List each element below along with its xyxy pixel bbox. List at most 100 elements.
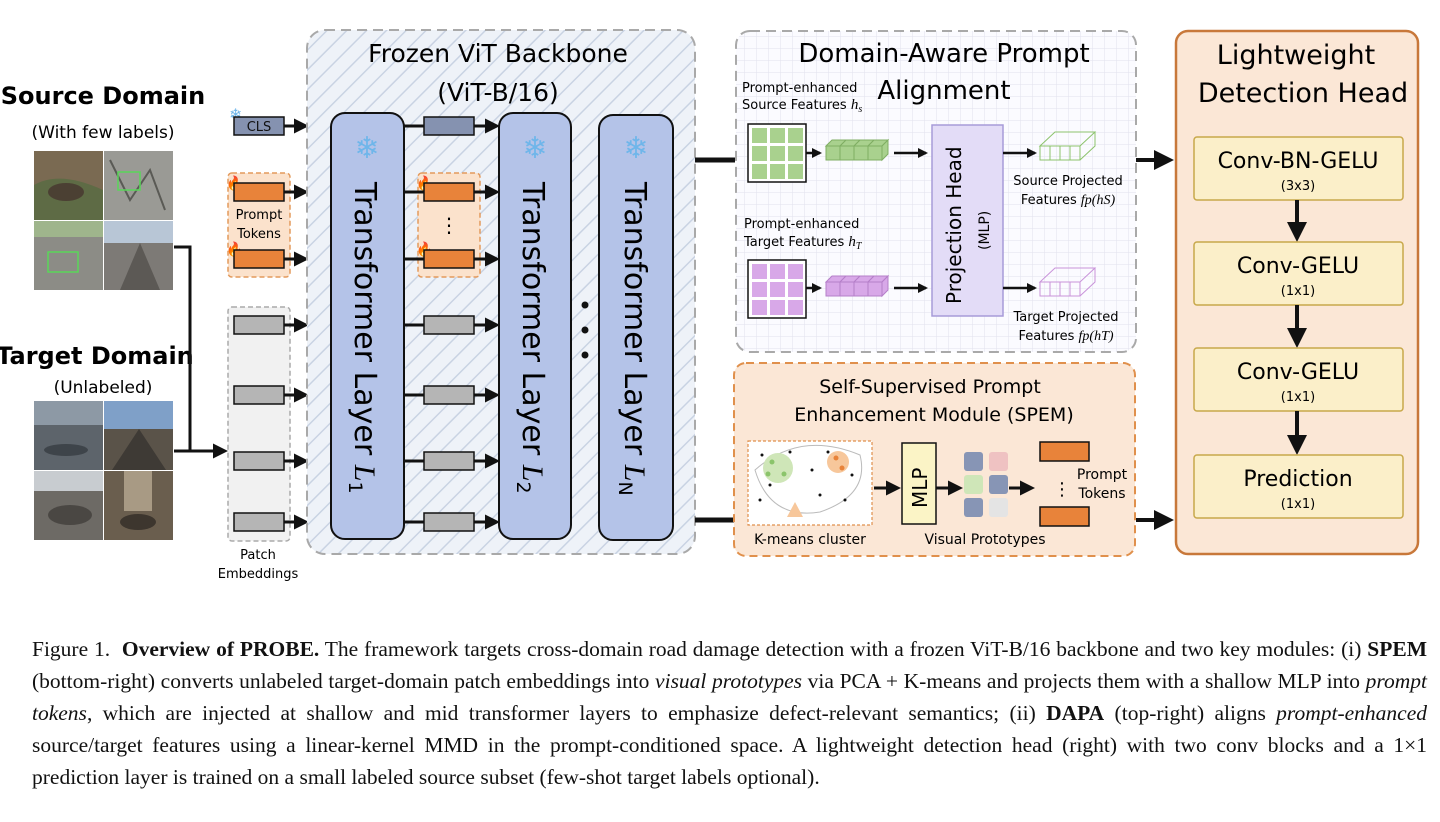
- head-block-2: Conv-GELU (1x1): [1193, 241, 1404, 306]
- mid-prompt-token-1: [423, 182, 475, 202]
- backbone-output-lines: [695, 157, 735, 523]
- caption-text-2: (bottom-right) converts unlabeled target…: [32, 669, 656, 693]
- mid-patch-token-4: [423, 512, 475, 532]
- spem-prompt-token-2: [1039, 506, 1090, 527]
- transformer-layer-1: ❄ Transformer Layer L1: [330, 112, 405, 540]
- layer-2-snowflake-icon: ❄: [522, 131, 547, 166]
- patch-token-2: [233, 385, 285, 405]
- layer-1-label: Transformer Layer L1: [344, 181, 382, 494]
- caption-text-5: (top-right) aligns: [1104, 701, 1277, 725]
- head-block-3: Conv-GELU (1x1): [1193, 347, 1404, 412]
- source-projected-cubes: [1038, 131, 1097, 161]
- projection-head-label: Projection Head: [942, 146, 966, 304]
- source-domain-title: Source Domain: [1, 82, 205, 110]
- kmeans-label: K-means cluster: [754, 532, 866, 548]
- tgt-proj-label-1: Target Projected: [1012, 310, 1118, 325]
- target-domain-panel: Target Domain (Unlabeled): [0, 342, 194, 540]
- visual-prototypes-label: Visual Prototypes: [924, 532, 1045, 548]
- cls-token: ❄ CLS: [229, 105, 309, 136]
- spem-title-1: Self-Supervised Prompt: [819, 376, 1041, 398]
- source-feature-cubes: [824, 138, 890, 162]
- tgt-feat-label-2: Target Features hT: [743, 234, 863, 252]
- mid-patch-token-2: [423, 385, 475, 405]
- spem-prompt-tokens: ⋮ Prompt Tokens: [1039, 441, 1128, 527]
- projection-head: Projection Head (MLP): [931, 124, 1004, 317]
- caption-spem: SPEM: [1367, 637, 1428, 661]
- caption-prompt-tokens: prompt tokens: [32, 669, 1427, 725]
- caption-text-1: The framework targets cross-domain road …: [319, 637, 1368, 661]
- head-block-2-name: Conv-GELU: [1237, 254, 1359, 279]
- patch-embeddings-label-1: Patch: [240, 548, 276, 563]
- head-block-1-size: (3x3): [1281, 179, 1315, 194]
- detection-head: Lightweight Detection Head Conv-BN-GELU …: [1174, 29, 1420, 556]
- src-feat-label-1: Prompt-enhanced: [742, 81, 857, 96]
- patch-embeddings-label-2: Embeddings: [218, 567, 299, 582]
- mid-cls-token: [423, 116, 475, 136]
- spem-prompt-label-1: Prompt: [1077, 467, 1128, 483]
- source-feature-grid: [747, 123, 807, 183]
- src-proj-label-1: Source Projected: [1013, 174, 1123, 189]
- target-feature-grid: [747, 259, 807, 319]
- backbone-title-2: (ViT-B/16): [437, 78, 559, 107]
- layer-n-label: Transformer Layer LN: [614, 181, 652, 496]
- layers-ellipsis: [581, 301, 589, 359]
- spem-title-2: Enhancement Module (SPEM): [794, 404, 1074, 426]
- prompt-token-2: [233, 249, 285, 269]
- spem-prompt-label-2: Tokens: [1077, 486, 1125, 502]
- domain-connectors: [174, 245, 228, 459]
- caption-title: Overview of PROBE.: [121, 637, 320, 661]
- dapa-module: Domain-Aware Prompt Alignment Prompt-enh…: [735, 30, 1137, 353]
- caption-fig-number: Figure 1.: [32, 637, 111, 661]
- head-input-arrows: [1136, 150, 1174, 530]
- caption-text-6: source/target features using a linear-ke…: [32, 733, 1427, 789]
- head-block-3-name: Conv-GELU: [1237, 360, 1359, 385]
- probe-overview-diagram: Source Domain (With few labels) Target D…: [0, 29, 1420, 582]
- patch-token-4: [233, 512, 285, 532]
- src-proj-label-2: Features fp(hS): [1021, 193, 1116, 208]
- caption-visual-prototypes: visual prototypes: [655, 669, 803, 693]
- transformer-layer-n: ❄ Transformer Layer LN: [598, 114, 674, 541]
- transformer-layer-2: ❄ Transformer Layer L2: [498, 112, 572, 540]
- caption-dapa: DAPA: [1046, 701, 1105, 725]
- prompt-token-1: [233, 182, 285, 202]
- spem-prompt-token-1: [1039, 441, 1090, 462]
- prompt-tokens-label-2: Tokens: [236, 227, 281, 242]
- backbone-title-1: Frozen ViT Backbone: [368, 39, 628, 68]
- head-block-1: Conv-BN-GELU (3x3): [1193, 136, 1404, 201]
- head-block-1-name: Conv-BN-GELU: [1218, 149, 1379, 174]
- head-block-2-size: (1x1): [1281, 284, 1315, 299]
- kmeans-cluster-plot: [747, 440, 873, 526]
- source-domain-subtitle: (With few labels): [32, 123, 175, 143]
- layer-1-snowflake-icon: ❄: [354, 131, 379, 166]
- src-feat-label-2: Source Features hs: [742, 97, 862, 115]
- layer-2-label: Transformer Layer L2: [512, 181, 550, 494]
- mid-prompt-token-2: [423, 249, 475, 269]
- tgt-proj-label-2: Features fp(hT): [1018, 329, 1113, 344]
- patch-token-1: [233, 315, 285, 335]
- caption-prompt-enhanced: prompt-enhanced: [1276, 701, 1428, 725]
- visual-prototypes-grid: [964, 452, 1008, 517]
- dapa-title-1: Domain-Aware Prompt: [798, 39, 1089, 69]
- figure-caption: Figure 1. Overview of PROBE. The framewo…: [32, 633, 1427, 793]
- head-block-3-size: (1x1): [1281, 390, 1315, 405]
- caption-text-3: via PCA + K-means and projects them with…: [802, 669, 1366, 693]
- frozen-vit-backbone: Frozen ViT Backbone (ViT-B/16) ❄ Transfo…: [306, 29, 696, 555]
- dapa-title-2: Alignment: [877, 76, 1010, 106]
- patch-embeddings-container: [227, 306, 291, 542]
- cls-token-label: CLS: [247, 120, 272, 135]
- detection-head-title-1: Lightweight: [1217, 40, 1375, 71]
- head-block-4-size: (1x1): [1281, 497, 1315, 512]
- spem-prompt-ellipsis: ⋮: [1053, 479, 1071, 500]
- spem-mlp-label: MLP: [908, 468, 932, 508]
- spem-mlp-block: MLP: [901, 442, 937, 525]
- inter-layer-tokens: 🔥 ⋮ 🔥: [404, 116, 500, 532]
- layer-n-snowflake-icon: ❄: [623, 131, 648, 166]
- detection-head-title-2: Detection Head: [1198, 78, 1408, 109]
- head-block-4-name: Prediction: [1243, 467, 1352, 492]
- mid-patch-token-1: [423, 315, 475, 335]
- spem-module: Self-Supervised Prompt Enhancement Modul…: [733, 362, 1136, 557]
- source-domain-panel: Source Domain (With few labels): [1, 82, 205, 290]
- prompt-tokens-group: 🔥 Prompt Tokens 🔥: [226, 172, 309, 278]
- prompt-tokens-label-1: Prompt: [236, 208, 283, 223]
- caption-text-4: , which are injected at shallow and mid …: [86, 701, 1047, 725]
